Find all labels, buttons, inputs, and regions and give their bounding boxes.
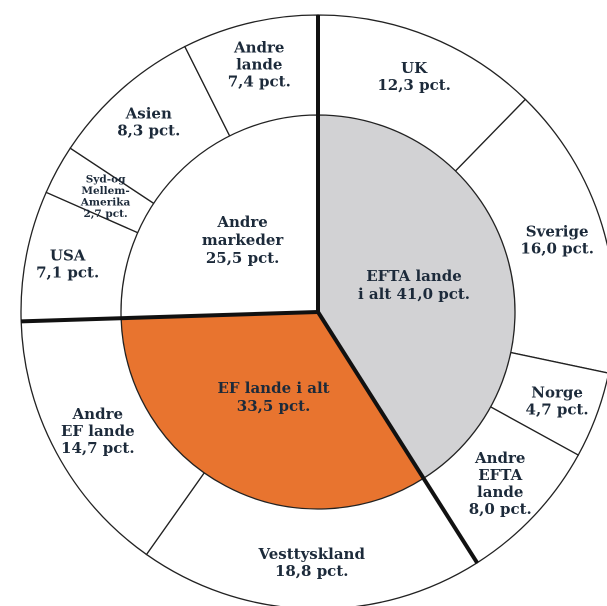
outer-label-3-line: 8,0 pct.: [469, 500, 532, 518]
outer-label-2-line: 4,7 pct.: [526, 401, 589, 419]
group-divider-2: [21, 310, 319, 324]
outer-label-9-line: Andre: [233, 38, 284, 56]
outer-label-3-line: EFTA: [478, 466, 522, 484]
outer-label-0-line: 12,3 pct.: [377, 76, 451, 94]
inner-label-2-line: markeder: [202, 231, 284, 249]
outer-label-7-line: 2,7 pct.: [83, 208, 127, 220]
inner-label-2-line: Andre: [216, 213, 267, 231]
group-dividers: [21, 15, 479, 564]
outer-label-5-line: Andre: [72, 405, 123, 423]
inner-label-0-line: i alt 41,0 pct.: [358, 285, 470, 303]
outer-label-2-line: Norge: [531, 384, 583, 402]
outer-label-3-line: lande: [477, 483, 523, 501]
outer-label-6-line: USA: [50, 247, 86, 265]
outer-label-9-line: 7,4 pct.: [228, 72, 291, 90]
group-divider-1: [316, 310, 479, 564]
outer-label-7-line: Mellem-: [81, 185, 129, 197]
outer-label-8-line: 8,3 pct.: [117, 121, 180, 139]
outer-label-1-line: Sverige: [526, 222, 589, 240]
outer-label-5-line: EF lande: [61, 422, 135, 440]
outer-label-7-line: Syd-og: [86, 174, 126, 186]
outer-label-4-line: 18,8 pct.: [275, 562, 349, 580]
inner-label-1-line: 33,5 pct.: [237, 397, 311, 415]
outer-label-1-line: 16,0 pct.: [520, 239, 594, 257]
outer-label-3-line: Andre: [474, 449, 525, 467]
outer-label-8-line: Asien: [125, 104, 172, 122]
inner-slice-2: [120, 114, 319, 319]
outer-label-5-line: 14,7 pct.: [61, 439, 135, 457]
outer-label-6-line: 7,1 pct.: [36, 264, 99, 282]
outer-label-4-line: Vesttyskland: [257, 545, 365, 563]
inner-label-0-line: EFTA lande: [366, 267, 462, 285]
inner-label-2-line: 25,5 pct.: [206, 249, 280, 267]
inner-label-1-line: EF lande i alt: [217, 379, 329, 397]
outer-label-9-line: lande: [236, 55, 282, 73]
outer-label-7-line: Amerika: [80, 197, 131, 209]
outer-label-0-line: UK: [401, 59, 428, 77]
